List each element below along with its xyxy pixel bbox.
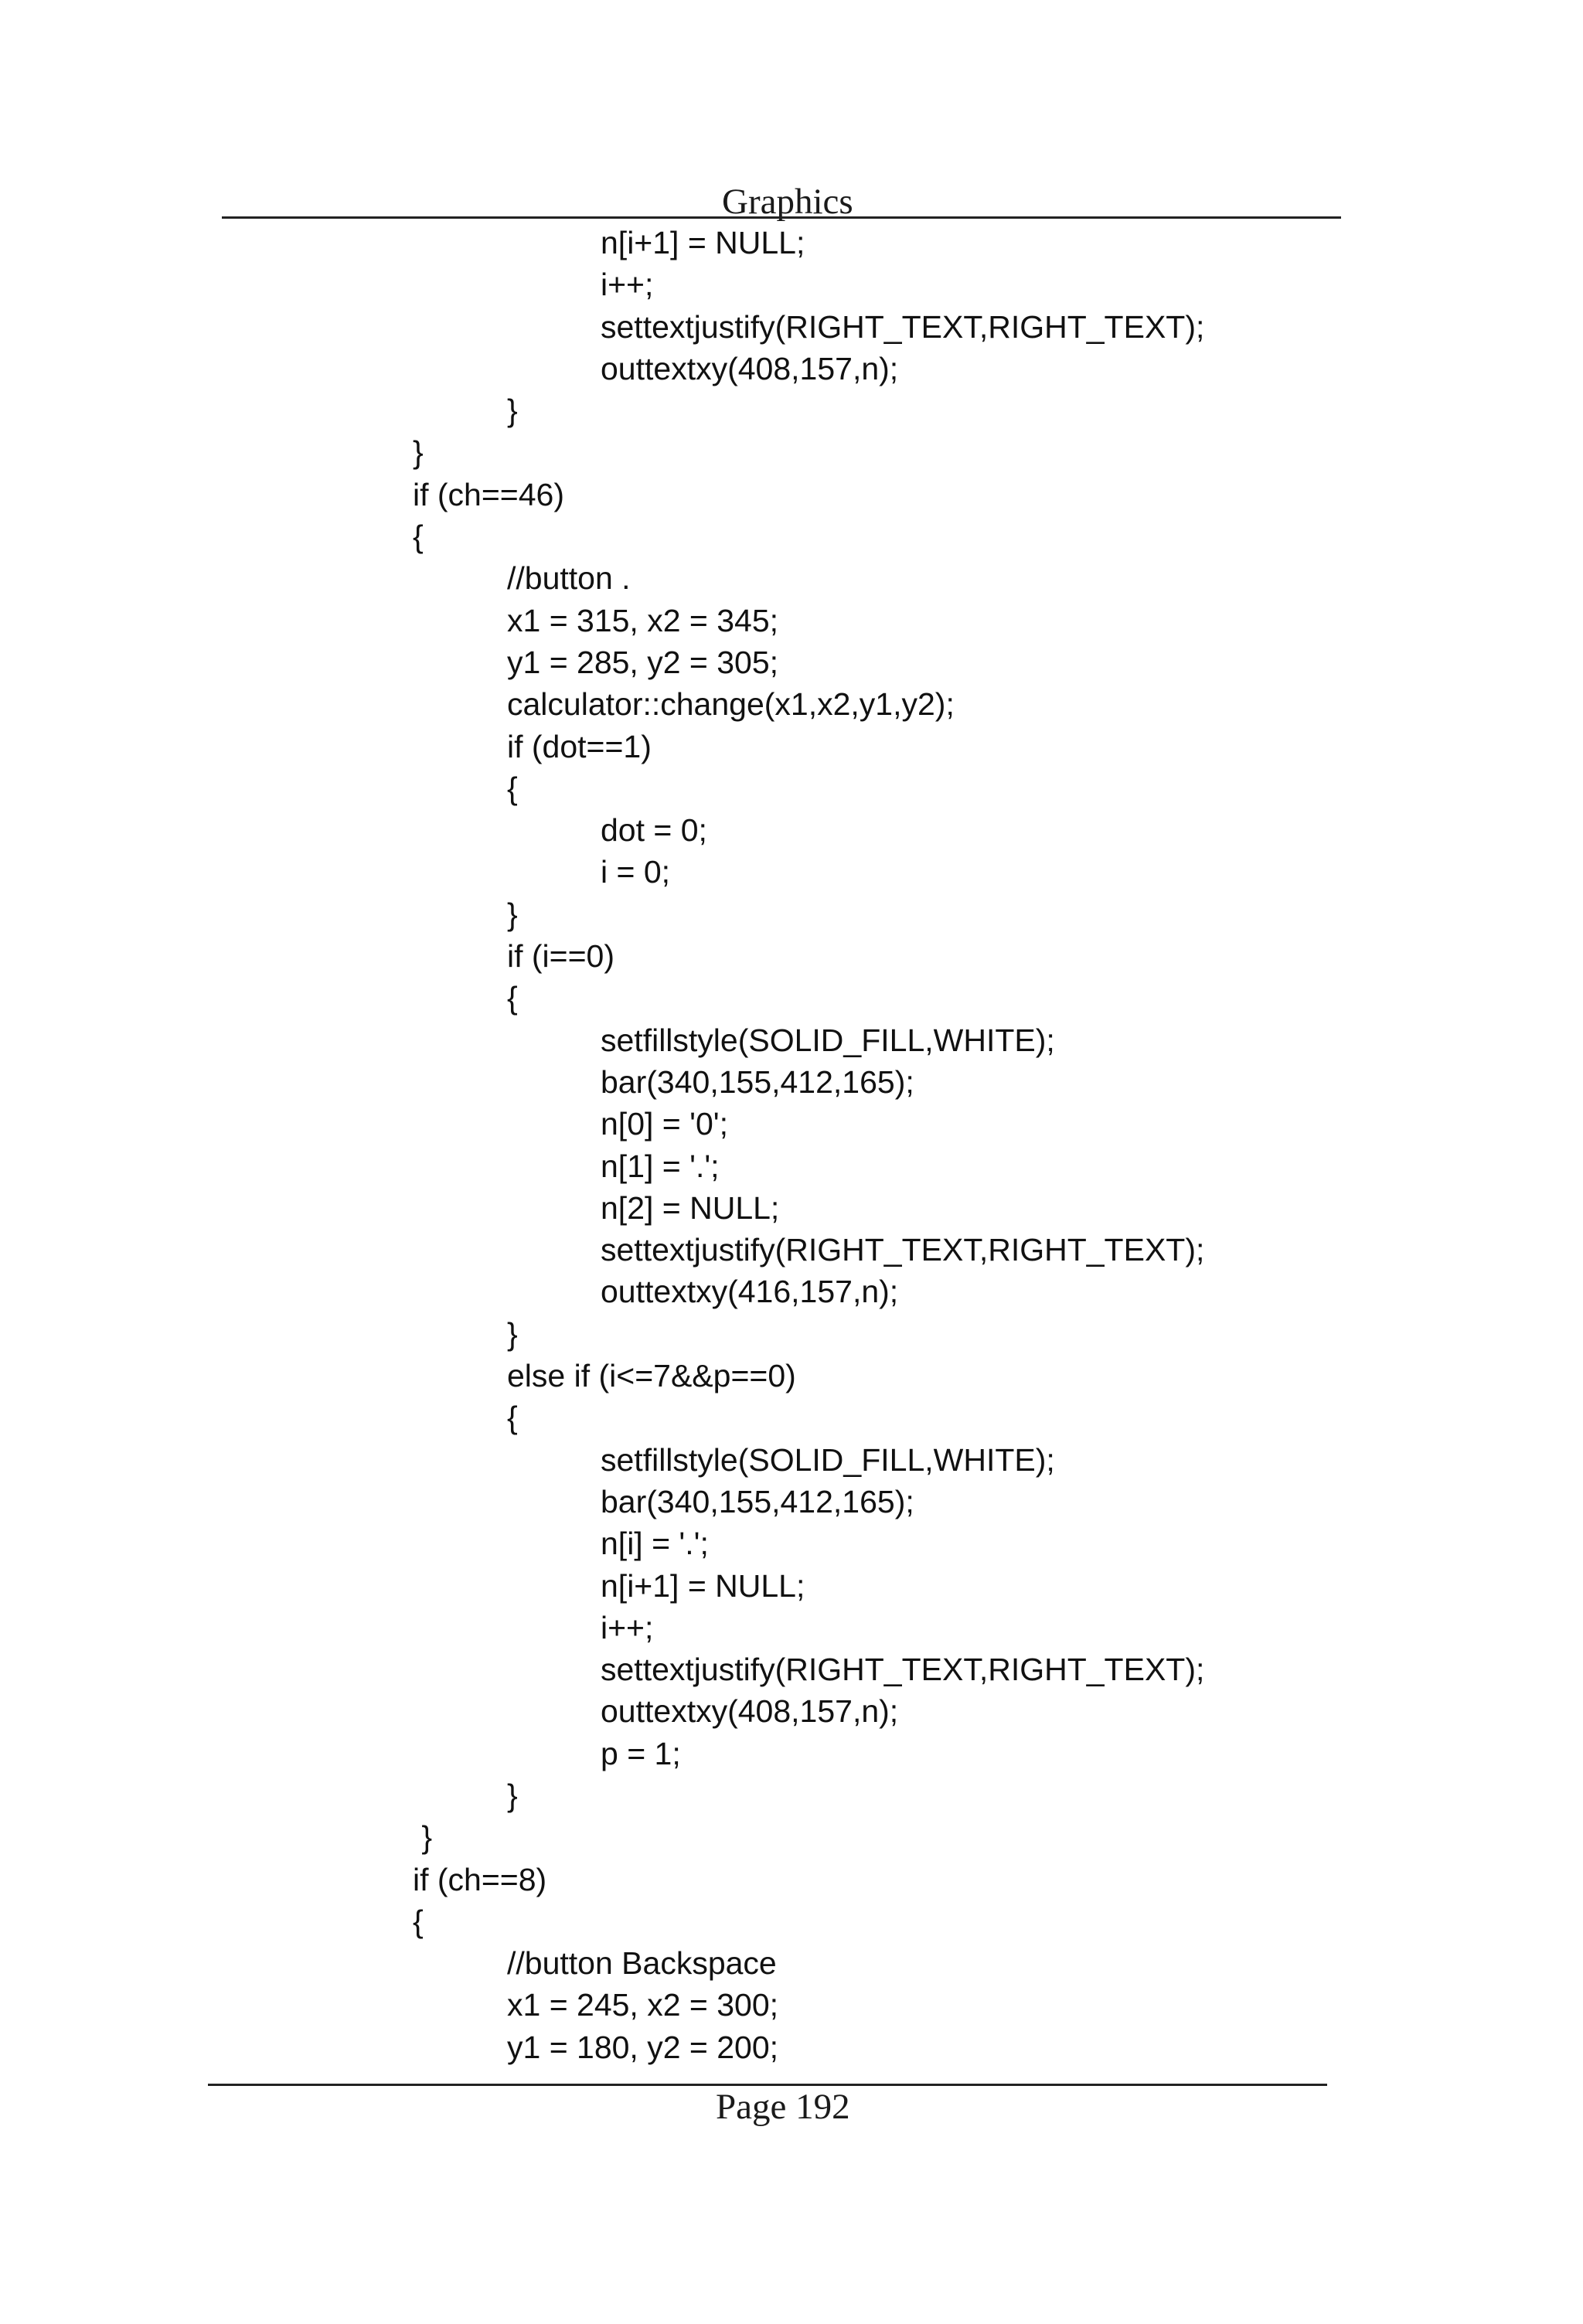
code-line: dot = 0; <box>601 812 707 849</box>
code-line: setfillstyle(SOLID_FILL,WHITE); <box>601 1022 1055 1058</box>
code-line: if (dot==1) <box>507 728 652 764</box>
page-number: Page 192 <box>716 2087 850 2127</box>
code-line: i++; <box>601 1609 654 1645</box>
code-line: setfillstyle(SOLID_FILL,WHITE); <box>601 1441 1055 1478</box>
code-line: outtextxy(416,157,n); <box>601 1274 899 1310</box>
code-line: y1 = 180, y2 = 200; <box>507 2029 779 2065</box>
code-line: } <box>507 896 518 932</box>
header-rule <box>222 216 1341 219</box>
code-line: n[i] = '.'; <box>601 1526 709 1562</box>
code-line: n[1] = '.'; <box>601 1148 720 1184</box>
code-line: if (i==0) <box>507 938 614 975</box>
code-line: settextjustify(RIGHT_TEXT,RIGHT_TEXT); <box>601 1232 1205 1268</box>
code-line: outtextxy(408,157,n); <box>601 1693 899 1730</box>
code-line: } <box>507 393 518 429</box>
code-line: i = 0; <box>601 854 671 890</box>
code-line: n[0] = '0'; <box>601 1106 728 1142</box>
header-title: Graphics <box>722 182 853 222</box>
code-line: //button Backspace <box>507 1945 777 1982</box>
code-line: } <box>507 1315 518 1352</box>
code-line: x1 = 315, x2 = 345; <box>507 602 779 638</box>
code-line: y1 = 285, y2 = 305; <box>507 644 779 680</box>
code-line: x1 = 245, x2 = 300; <box>507 1987 779 2023</box>
code-line: { <box>507 1400 518 1436</box>
code-line: if (ch==46) <box>413 476 564 512</box>
code-line: { <box>507 980 518 1016</box>
code-line: { <box>507 770 518 806</box>
code-line: } <box>413 434 424 471</box>
code-line: outtextxy(408,157,n); <box>601 350 899 386</box>
code-line: n[i+1] = NULL; <box>601 225 805 260</box>
code-line: settextjustify(RIGHT_TEXT,RIGHT_TEXT); <box>601 1652 1205 1688</box>
code-line: if (ch==8) <box>413 1861 547 1897</box>
code-line: p = 1; <box>601 1735 681 1771</box>
code-line: } <box>413 1819 433 1856</box>
code-line: settextjustify(RIGHT_TEXT,RIGHT_TEXT); <box>601 308 1205 345</box>
code-listing: n[i+1] = NULL; i++; settextjustify(RIGHT_T… <box>0 222 1583 2068</box>
code-line: { <box>413 519 424 555</box>
code-line: else if (i<=7&&p==0) <box>507 1358 796 1394</box>
code-line: bar(340,155,412,165); <box>601 1063 914 1100</box>
code-line: n[2] = NULL; <box>601 1189 780 1226</box>
code-line: //button . <box>507 560 631 597</box>
code-line: { <box>413 1903 424 1939</box>
code-line: } <box>507 1777 518 1813</box>
code-line: bar(340,155,412,165); <box>601 1483 914 1519</box>
code-line: n[i+1] = NULL; <box>601 1567 805 1604</box>
code-line: i++; <box>601 267 654 303</box>
code-line: calculator::change(x1,x2,y1,y2); <box>507 686 955 723</box>
footer-rule <box>208 2084 1327 2086</box>
